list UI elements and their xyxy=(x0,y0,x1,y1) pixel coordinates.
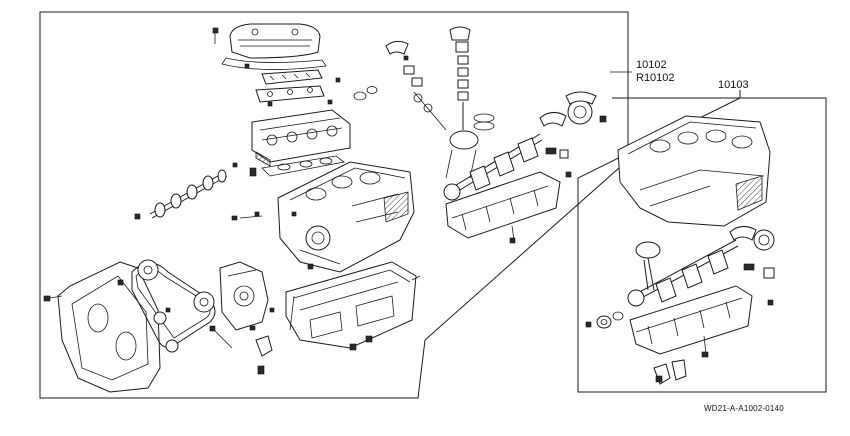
drain-plug-icon xyxy=(307,263,373,351)
crankshaft xyxy=(443,133,543,201)
frame-10102 xyxy=(39,11,629,399)
main-bearing-ladder xyxy=(629,285,753,355)
camshaft xyxy=(149,169,228,219)
head-gasket xyxy=(261,155,345,177)
cylinder-head xyxy=(251,109,351,167)
cam-bearing-caps xyxy=(255,69,325,103)
bolt-icon xyxy=(117,279,171,313)
valve-cover xyxy=(221,23,327,70)
pulley-icon xyxy=(137,259,215,353)
valve-spring-set xyxy=(385,40,447,131)
piston-ring-set xyxy=(473,113,495,131)
bolt-icon xyxy=(509,171,572,244)
bolt-icon xyxy=(43,295,63,302)
piston-connecting-rod xyxy=(635,241,661,291)
oil-pan xyxy=(285,261,421,349)
part-code-10102: 10102 xyxy=(636,59,667,71)
bolt-icon xyxy=(701,299,774,358)
bolt-icon xyxy=(212,27,219,44)
bolt-icon xyxy=(231,211,297,221)
bolt-icon xyxy=(134,162,257,220)
bearing-cap-icon xyxy=(539,91,607,159)
sensor-icon xyxy=(653,359,687,385)
timing-cover xyxy=(57,261,161,393)
bolt-icon xyxy=(244,63,341,107)
part-code-r10102: R10102 xyxy=(636,72,675,84)
sensor-icon xyxy=(255,335,273,375)
diagram-id: WD21-A-A1002-0140 xyxy=(704,404,784,413)
bolt-icon xyxy=(209,307,275,349)
crankshaft xyxy=(627,239,739,307)
part-code-10103: 10103 xyxy=(718,79,749,91)
cylinder-block xyxy=(277,161,415,273)
main-bearing-ladder xyxy=(445,171,561,239)
oil-pump xyxy=(219,261,269,331)
cylinder-block-short xyxy=(617,115,771,227)
piston-connecting-rod xyxy=(445,26,479,179)
seal-ring-icon xyxy=(585,311,624,329)
bearing-cap-icon xyxy=(729,226,775,279)
o-ring-icon xyxy=(353,86,378,101)
